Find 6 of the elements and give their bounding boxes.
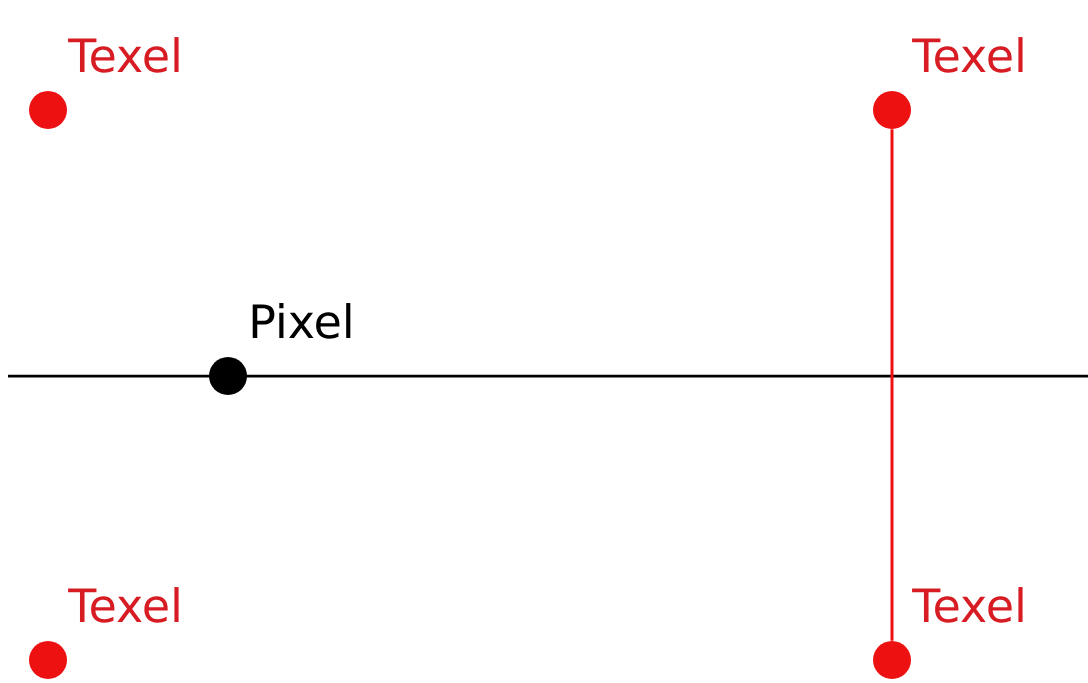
point-label: Texel	[68, 587, 179, 623]
point-label: Pixel	[252, 303, 351, 339]
point-label: Texel	[68, 37, 179, 73]
point-label: Texel	[912, 37, 1023, 73]
point-label: Texel	[912, 587, 1023, 623]
connector-line	[890, 129, 894, 641]
